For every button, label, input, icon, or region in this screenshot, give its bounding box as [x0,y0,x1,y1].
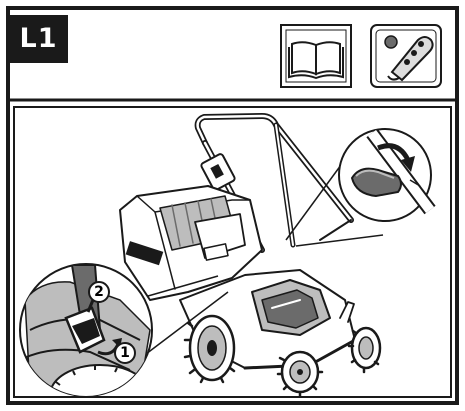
front-wheel-right [347,326,382,374]
front-wheel-center [276,350,324,398]
outer-frame [6,6,459,405]
curved-arrow-icon [377,143,411,162]
brand-plate [125,241,164,266]
open-book-icon [280,24,352,88]
step-marker-2: 2 [88,281,110,303]
lawn-mower-icon [119,113,382,398]
step-label: L1 [9,15,68,63]
step-marker-1: 1 [114,342,136,364]
rear-wheel-left [183,314,236,384]
right-callout [285,128,436,247]
left-callout [19,263,229,397]
illustration-frame [13,106,452,398]
safety-key-controller-icon [370,24,442,88]
